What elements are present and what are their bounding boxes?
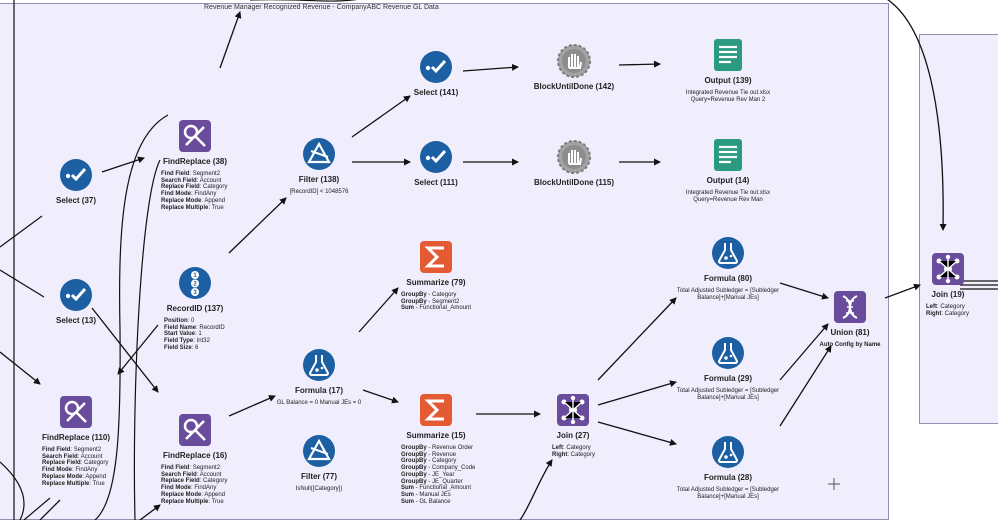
tool-config: Left: Category Right: Category — [552, 445, 596, 458]
tool-config: Position: 0 Field Name: RecordID Start V… — [164, 318, 225, 351]
tool-description: Integrated Revenue Tie out.xlsx Query=Re… — [685, 190, 771, 203]
tool-label: Select (37) — [55, 196, 97, 205]
tool-label: Formula (28) — [703, 473, 752, 482]
tool-label: Select (141) — [413, 88, 459, 97]
select-tool-icon — [59, 278, 93, 312]
tool-summarize-79[interactable]: Summarize (79) GroupBy - Category GroupB… — [376, 240, 496, 312]
output-tool-icon — [711, 138, 745, 172]
tool-formula-17[interactable]: Formula (17) GL Balance = 0 Manual JEs =… — [259, 348, 379, 407]
formula-tool-icon — [302, 348, 336, 382]
tool-description: Integrated Revenue Tie out.xlsx Query=Re… — [685, 90, 771, 103]
tool-findreplace-38[interactable]: FindReplace (38) Find Field: Segment2 Se… — [135, 119, 255, 211]
tool-description: [RecordID] < 1048576 — [289, 189, 349, 195]
blockuntildone-tool-icon — [557, 140, 591, 174]
tool-description: IsNull([Category]) — [295, 486, 343, 492]
tool-label: Join (19) — [931, 290, 965, 299]
tool-label: FindReplace (16) — [162, 451, 227, 460]
tool-label: FindReplace (38) — [162, 157, 227, 166]
tool-description: GL Balance = 0 Manual JEs = 0 — [276, 400, 362, 406]
tool-config: Find Field: Segment2 Search Field: Accou… — [161, 465, 228, 505]
tool-select-37[interactable]: Select (37) — [16, 158, 136, 205]
select-tool-icon — [419, 140, 453, 174]
tool-filter-77[interactable]: Filter (77) IsNull([Category]) — [259, 434, 379, 493]
filter-tool-icon — [302, 434, 336, 468]
tool-label: Join (27) — [556, 431, 590, 440]
tool-container-right[interactable] — [919, 34, 998, 424]
tool-config: Find Field: Segment2 Search Field: Accou… — [161, 171, 228, 211]
blockuntildone-tool-icon — [557, 44, 591, 78]
tool-summarize-15[interactable]: Summarize (15) GroupBy - Revenue Order G… — [376, 393, 496, 505]
tool-config: GroupBy - Category GroupBy - Segment2 Su… — [401, 292, 472, 312]
summarize-tool-icon — [419, 240, 453, 274]
formula-tool-icon — [711, 336, 745, 370]
tool-description: Total Adjusted Subledger = [Subledger Ba… — [676, 388, 780, 401]
tool-filter-138[interactable]: Filter (138) [RecordID] < 1048576 — [259, 137, 379, 196]
svg-text:3: 3 — [193, 290, 197, 296]
tool-blockuntildone-115[interactable]: BlockUntilDone (115) — [514, 140, 634, 187]
recordid-tool-icon: 1 2 3 — [178, 266, 212, 300]
tool-formula-29[interactable]: Formula (29) Total Adjusted Subledger = … — [668, 336, 788, 401]
tool-recordid-137[interactable]: 1 2 3 RecordID (137) Position: 0 Field Nam… — [135, 266, 255, 352]
findreplace-tool-icon — [178, 119, 212, 153]
tool-label: Select (111) — [414, 178, 458, 187]
tool-join-27[interactable]: Join (27) Left: Category Right: Category — [513, 393, 633, 458]
formula-tool-icon — [711, 236, 745, 270]
output-tool-icon — [711, 38, 745, 72]
tool-label: Summarize (15) — [406, 431, 466, 440]
tool-label: BlockUntilDone (142) — [533, 82, 615, 91]
select-tool-icon — [59, 158, 93, 192]
tool-label: Filter (138) — [298, 175, 340, 184]
tool-union-81[interactable]: Union (81) Auto Config by Name — [790, 290, 910, 349]
container-title: Revenue Manager Recognized Revenue - Com… — [204, 4, 439, 11]
tool-label: Filter (77) — [300, 472, 337, 481]
tool-label: Output (139) — [704, 76, 752, 85]
tool-label: Formula (17) — [294, 386, 343, 395]
union-tool-icon — [833, 290, 867, 324]
tool-description: Total Adjusted Subledger = [Subledger Ba… — [676, 487, 780, 500]
filter-tool-icon — [302, 137, 336, 171]
tool-select-141[interactable]: Select (141) — [376, 50, 496, 97]
tool-formula-80[interactable]: Formula (80) Total Adjusted Subledger = … — [668, 236, 788, 301]
tool-label: Formula (29) — [703, 374, 752, 383]
tool-label: Summarize (79) — [406, 278, 466, 287]
tool-formula-28[interactable]: Formula (28) Total Adjusted Subledger = … — [668, 435, 788, 500]
join-tool-icon — [556, 393, 590, 427]
tool-output-14[interactable]: Output (14) Integrated Revenue Tie out.x… — [668, 138, 788, 203]
tool-label: Union (81) — [830, 328, 870, 337]
tool-description: Total Adjusted Subledger = [Subledger Ba… — [676, 288, 780, 301]
tool-findreplace-110[interactable]: FindReplace (110) Find Field: Segment2 S… — [16, 395, 136, 487]
formula-tool-icon — [711, 435, 745, 469]
tool-label: BlockUntilDone (115) — [533, 178, 614, 187]
svg-text:2: 2 — [193, 282, 197, 288]
tool-label: FindReplace (110) — [41, 433, 111, 442]
crosshair-cursor-icon — [828, 478, 840, 490]
tool-select-13[interactable]: Select (13) — [16, 278, 136, 325]
tool-label: RecordID (137) — [166, 304, 224, 313]
tool-select-111[interactable]: Select (111) — [376, 140, 496, 187]
tool-join-19[interactable]: Join (19) Left: Category Right: Category — [888, 252, 998, 317]
svg-text:1: 1 — [193, 273, 197, 279]
tool-label: Formula (80) — [703, 274, 752, 283]
tool-config: Find Field: Segment2 Search Field: Accou… — [42, 447, 109, 487]
tool-label: Select (13) — [55, 316, 97, 325]
tool-blockuntildone-142[interactable]: BlockUntilDone (142) — [514, 44, 634, 91]
findreplace-tool-icon — [178, 413, 212, 447]
tool-config: GroupBy - Revenue Order GroupBy - Revenu… — [401, 445, 476, 505]
select-tool-icon — [419, 50, 453, 84]
join-tool-icon — [931, 252, 965, 286]
summarize-tool-icon — [419, 393, 453, 427]
tool-config: Left: Category Right: Category — [926, 304, 970, 317]
tool-output-139[interactable]: Output (139) Integrated Revenue Tie out.… — [668, 38, 788, 103]
tool-description: Auto Config by Name — [819, 342, 881, 348]
tool-label: Output (14) — [706, 176, 750, 185]
findreplace-tool-icon — [59, 395, 93, 429]
tool-findreplace-16[interactable]: FindReplace (16) Find Field: Segment2 Se… — [135, 413, 255, 505]
